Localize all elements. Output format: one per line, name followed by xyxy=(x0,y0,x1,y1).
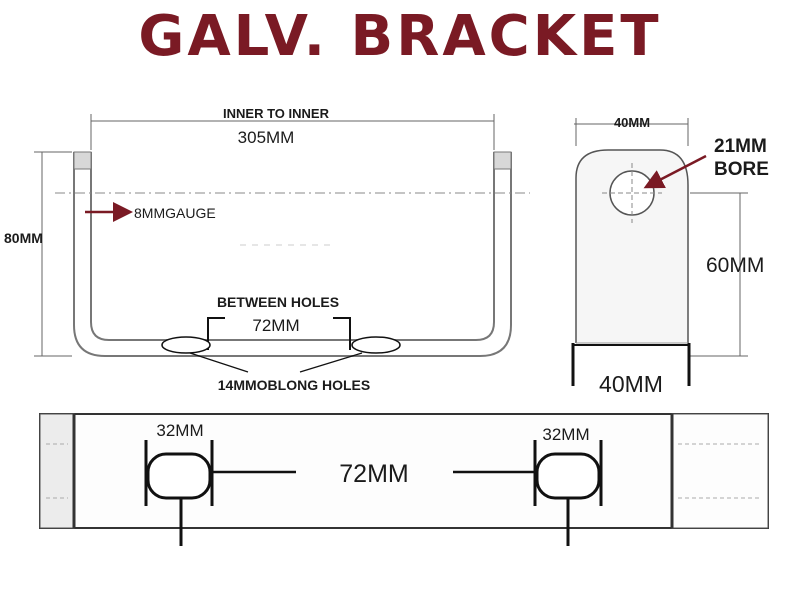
between-holes-bracket-left xyxy=(207,317,225,350)
plan-view: 32MM 32MM 72MM xyxy=(39,413,769,546)
left-arm-end xyxy=(73,151,92,170)
side-view: INNER TO INNER 305MM 80MM 8MMGAUGE BETWE… xyxy=(4,106,530,393)
oblong-hole-left xyxy=(161,336,211,354)
oblong-hole-right xyxy=(351,336,401,354)
plan-right-hole-label: 32MM xyxy=(542,425,589,444)
plan-slot-right xyxy=(535,452,601,500)
end-width-top-label: 40MM xyxy=(614,115,650,130)
plan-left-hole-label: 32MM xyxy=(156,421,203,440)
inner-to-inner-value: 305MM xyxy=(238,128,295,147)
between-holes-bracket-right xyxy=(333,317,351,350)
height-label: 80MM xyxy=(4,230,43,246)
between-holes-value: 72MM xyxy=(252,316,299,335)
plan-end-right xyxy=(671,413,769,529)
oblong-leader-right xyxy=(299,352,363,373)
plan-slot-left xyxy=(146,452,212,500)
page-title: GALV. BRACKET xyxy=(138,4,662,69)
inner-to-inner-label: INNER TO INNER xyxy=(223,106,330,121)
bore-label-line1: 21MM xyxy=(714,136,767,157)
end-view: 40MM 21MM BORE 60MM 40MM xyxy=(571,115,769,397)
u-bracket-inner xyxy=(90,152,495,341)
bore-arrow xyxy=(643,154,707,189)
gauge-label: 8MMGAUGE xyxy=(134,205,216,221)
plan-spacing-label: 72MM xyxy=(339,460,408,488)
oblong-leader-left xyxy=(189,352,249,373)
between-holes-label: BETWEEN HOLES xyxy=(217,294,339,310)
end-plate xyxy=(575,149,689,343)
u-bracket-outer xyxy=(73,152,512,357)
right-arm-end xyxy=(493,151,512,170)
bore-label-line2: BORE xyxy=(714,159,769,180)
oblong-holes-label: 14MMOBLONG HOLES xyxy=(218,377,370,393)
end-width-bottom-label: 40MM xyxy=(599,371,663,397)
end-height-label: 60MM xyxy=(706,254,764,277)
plan-end-left xyxy=(39,413,75,529)
bore-hole xyxy=(609,170,655,216)
